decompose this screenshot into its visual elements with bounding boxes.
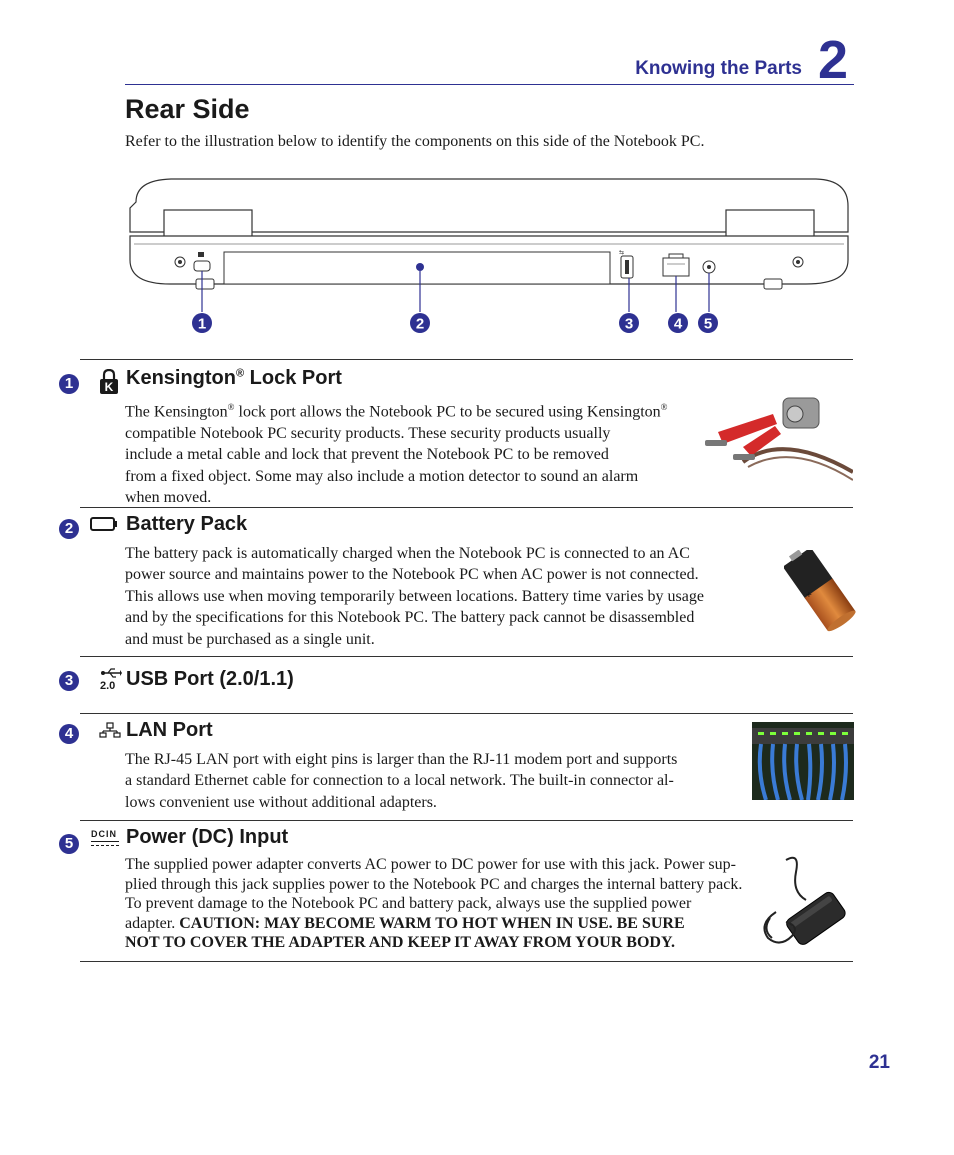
usb-icon	[101, 668, 122, 678]
callout-1-label: 1	[198, 316, 206, 333]
section-divider	[80, 961, 853, 962]
callout-3: 3	[619, 313, 639, 333]
callout-5: 5	[698, 313, 718, 333]
kensington-lock-icon: K	[100, 369, 118, 394]
callout-2-label: 2	[416, 316, 424, 333]
dc-in-label: DCIN	[91, 829, 117, 839]
section-5-body: The supplied power adapter converts AC p…	[125, 856, 743, 951]
callout-5-label: 5	[704, 316, 712, 333]
section-divider	[80, 507, 853, 508]
callout-2: 2	[410, 313, 430, 333]
lan-cables-photo	[752, 722, 854, 800]
chapter-number: 2	[818, 30, 849, 90]
callout-1: 1	[192, 313, 212, 333]
svg-text:+: +	[806, 590, 812, 601]
caution-text: CAUTION: MAY BECOME WARM TO HOT WHEN IN …	[179, 914, 685, 932]
section-5-number: 5	[59, 834, 79, 854]
section-1-body: The Kensington® lock port allows the Not…	[125, 402, 668, 506]
chapter-label: Knowing the Parts	[635, 58, 802, 79]
section-1-title: Kensington® Lock Port	[126, 367, 342, 389]
section-2-title: Battery Pack	[126, 513, 248, 535]
section-4-title: LAN Port	[126, 719, 213, 741]
section-divider	[80, 656, 853, 657]
section-3-title: USB Port (2.0/1.1)	[126, 668, 294, 690]
section-divider	[80, 820, 853, 821]
callout-3-label: 3	[625, 316, 633, 333]
page-title: Rear Side	[125, 94, 250, 124]
header-rule	[125, 84, 854, 85]
section-divider	[80, 359, 853, 360]
usb-version-label: 2.0	[100, 680, 116, 692]
page-number: 21	[868, 1052, 890, 1073]
callout-4-label: 4	[674, 316, 683, 333]
svg-text:⇆: ⇆	[619, 249, 624, 256]
rear-side-diagram: ⇆ 1 2 3 4 5	[129, 178, 849, 333]
battery-photo: +	[784, 550, 856, 632]
section-divider	[80, 713, 853, 714]
section-1-number: 1	[59, 374, 79, 394]
svg-text:K: K	[105, 380, 114, 394]
dc-in-icon: DCIN	[91, 829, 119, 846]
callout-4: 4	[668, 313, 688, 333]
power-adapter-photo	[763, 856, 846, 945]
section-2-number: 2	[59, 519, 79, 539]
section-4-number: 4	[59, 724, 79, 744]
battery-icon	[90, 517, 117, 531]
section-2-body: The battery pack is automatically charge…	[125, 545, 704, 648]
section-5-title: Power (DC) Input	[126, 826, 289, 848]
section-3-number: 3	[59, 671, 79, 691]
intro-text: Refer to the illustration below to ident…	[125, 133, 705, 150]
section-4-body: The RJ-45 LAN port with eight pins is la…	[125, 751, 678, 811]
kensington-lock-photo	[705, 397, 853, 481]
lan-icon	[99, 722, 121, 738]
